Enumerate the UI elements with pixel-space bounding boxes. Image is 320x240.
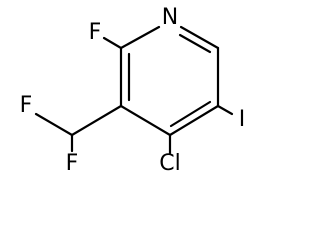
bond-c3-c4 xyxy=(119,104,172,137)
bond-c6-n-inner xyxy=(178,33,212,54)
atom-label-cl: Cl xyxy=(159,151,180,176)
atom-label-f-ring: F xyxy=(89,20,102,45)
bond-n-c2 xyxy=(119,25,161,50)
bond-chf2-f-top xyxy=(34,112,74,137)
molecule-canvas: N F F F Cl I xyxy=(19,5,246,176)
bond-c5-i xyxy=(216,104,234,116)
bond-c2-f xyxy=(102,36,123,50)
bond-c6-n xyxy=(179,25,220,50)
bond-c4-c5-inner xyxy=(169,100,212,128)
structure-diagram: N F F F Cl I xyxy=(20,5,246,176)
atom-label-f-top: F xyxy=(20,93,33,118)
atom-label-f-bottom: F xyxy=(66,151,79,176)
atom-label-n: N xyxy=(162,5,178,30)
bond-c3-chf2 xyxy=(70,104,123,137)
bond-c4-c5 xyxy=(168,104,220,137)
atom-label-i: I xyxy=(239,107,246,132)
